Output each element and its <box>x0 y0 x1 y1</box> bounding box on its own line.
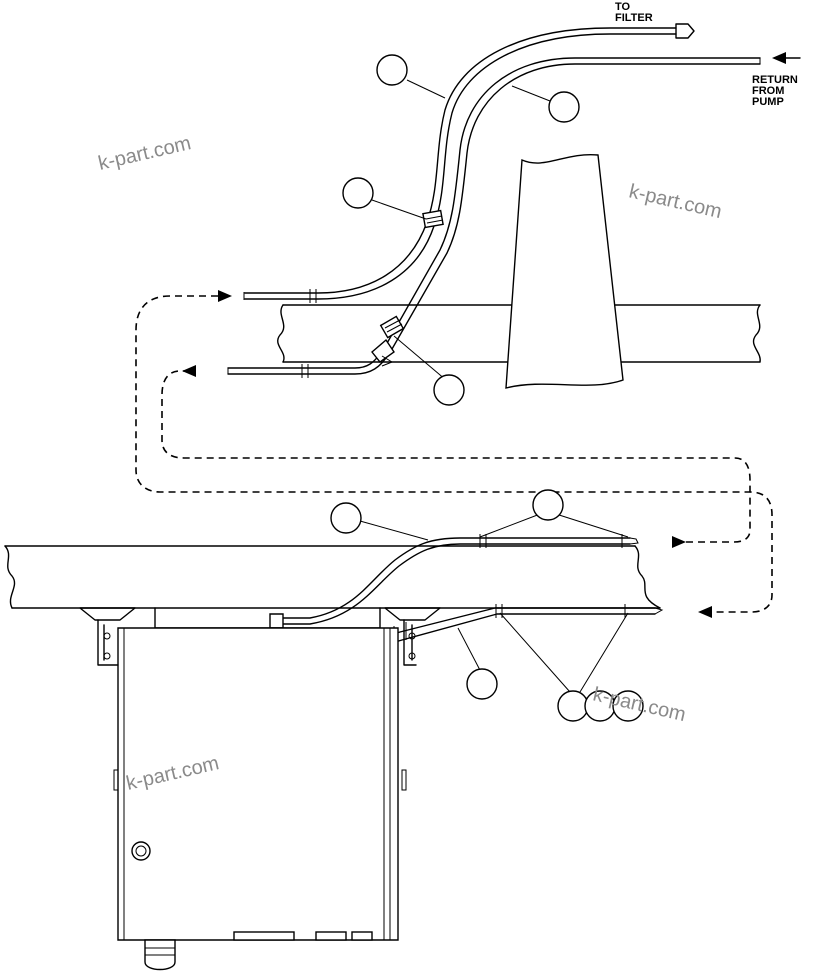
flow-arrows <box>182 52 801 618</box>
callout-bubble <box>342 177 374 209</box>
dashed-route-inner <box>161 370 751 543</box>
leader-lines <box>359 79 629 693</box>
upper-hose-to-filter <box>243 23 695 303</box>
callout-bubble <box>532 489 564 521</box>
lower-clamp <box>379 315 405 339</box>
vertical-member <box>505 153 624 389</box>
label-to: TO <box>615 1 631 13</box>
callout-bubble <box>433 374 465 406</box>
watermark-text: k-part.com <box>627 180 724 223</box>
callout-bubble <box>548 91 580 123</box>
callout-bubble <box>376 54 408 86</box>
label-pump: PUMP <box>752 96 784 108</box>
callout-bubble <box>330 502 362 534</box>
label-from: FROM <box>752 85 784 97</box>
lower-hose-upper <box>269 534 639 629</box>
callout-bubble <box>466 668 498 700</box>
callout-bubble <box>557 690 589 722</box>
callout-bubble <box>612 690 644 722</box>
dashed-route-outer <box>135 295 773 613</box>
lower-frame-rail <box>4 545 661 609</box>
hydraulic-tank <box>79 607 441 971</box>
callout-bubbles <box>330 54 644 722</box>
label-filter: FILTER <box>615 12 653 24</box>
upper-hose-return <box>227 57 761 378</box>
upper-clamp <box>422 209 444 229</box>
watermark-text: k-part.com <box>96 132 193 175</box>
label-return: RETURN <box>752 74 798 86</box>
